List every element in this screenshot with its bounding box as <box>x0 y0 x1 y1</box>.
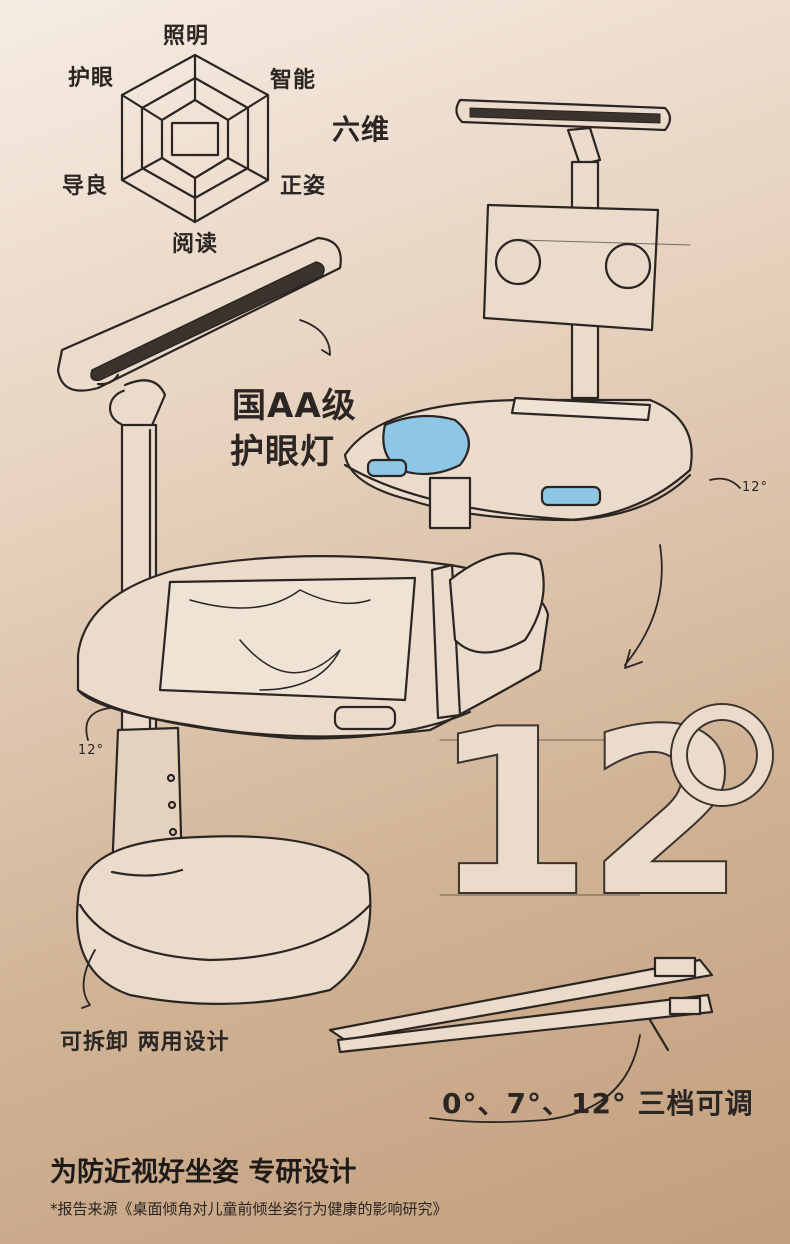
detach-caption: 可拆卸 两用设计 <box>60 1030 230 1055</box>
hex-label-right: 正姿 <box>280 174 327 199</box>
lamp-head <box>56 236 342 392</box>
hex-label-left: 导良 <box>62 174 109 199</box>
lamp-pole <box>108 379 184 874</box>
footer-title: 为防近视好坐姿 专研设计 <box>50 1157 357 1188</box>
side-note: 六维 <box>332 113 391 146</box>
angle-label-right: 12° <box>742 480 769 495</box>
arrows <box>81 319 741 1123</box>
hex-label-top: 照明 <box>163 24 210 49</box>
angles-caption: 0°、7°、12° 三档可调 <box>442 1087 754 1120</box>
hexagon-diagram <box>120 53 270 224</box>
compact-lamp <box>343 98 693 530</box>
degree-symbol <box>672 705 772 805</box>
folded-board <box>328 956 714 1054</box>
lamp-caption-line2: 护眼灯 <box>230 432 335 472</box>
lamp-base <box>76 835 372 1005</box>
angle-label-left: 12° <box>78 743 105 758</box>
hex-label-top-left: 护眼 <box>68 66 115 91</box>
reading-board <box>76 552 550 740</box>
lamp-caption-line1: 国AA级 <box>232 386 357 426</box>
hex-label-top-right: 智能 <box>270 68 317 93</box>
hex-label-bottom: 阅读 <box>172 232 219 257</box>
footer-note: *报告来源《桌面倾角对儿童前倾坐姿行为健康的影响研究》 <box>50 1200 448 1218</box>
